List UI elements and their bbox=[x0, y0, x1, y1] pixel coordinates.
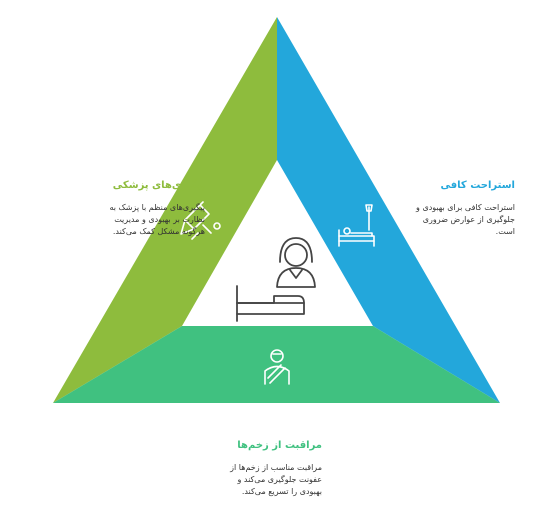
rest-description: استراحت کافی برای بهبودی و جلوگیری از عو… bbox=[405, 202, 515, 238]
rest-desc-line: است. bbox=[495, 227, 515, 236]
checkups-title: پیگیری‌های پزشکی bbox=[112, 180, 205, 191]
checkups-desc-line: پیگیری‌های منظم با پزشک به bbox=[109, 203, 205, 212]
rest-title: استراحت کافی bbox=[440, 180, 515, 191]
bandaged-arm-icon bbox=[264, 349, 290, 385]
wound-description: مراقبت مناسب از زخم‌ها از عفونت جلوگیری … bbox=[200, 462, 322, 498]
checkups-desc-line: هرگونه مشکل کمک می‌کند. bbox=[112, 227, 205, 236]
segment-rest bbox=[277, 17, 500, 403]
segment-wound bbox=[53, 326, 500, 403]
rest-desc-line: استراحت کافی برای بهبودی و bbox=[416, 203, 515, 212]
bed-rest-icon bbox=[338, 204, 375, 247]
patient-in-bed-icon bbox=[236, 237, 316, 322]
wound-desc-line: عفونت جلوگیری می‌کند و bbox=[237, 475, 322, 484]
segment-checkups bbox=[53, 17, 277, 403]
wound-desc-line: مراقبت مناسب از زخم‌ها از bbox=[230, 463, 322, 472]
rest-desc-line: جلوگیری از عوارض ضروری bbox=[422, 215, 515, 224]
wound-title: مراقبت از زخم‌ها bbox=[237, 440, 322, 451]
pencil-checklist-icon bbox=[180, 201, 221, 240]
wound-desc-line: بهبودی را تسریع می‌کند. bbox=[241, 487, 322, 496]
wound-label: مراقبت از زخم‌ها مراقبت مناسب از زخم‌ها … bbox=[200, 440, 322, 498]
checkups-desc-line: نظارت بر بهبودی و مدیریت bbox=[114, 215, 205, 224]
rest-label: استراحت کافی استراحت کافی برای بهبودی و … bbox=[405, 180, 515, 238]
checkups-description: پیگیری‌های منظم با پزشک به نظارت بر بهبو… bbox=[60, 202, 205, 238]
checkups-label: پیگیری‌های پزشکی پیگیری‌های منظم با پزشک… bbox=[60, 180, 205, 238]
